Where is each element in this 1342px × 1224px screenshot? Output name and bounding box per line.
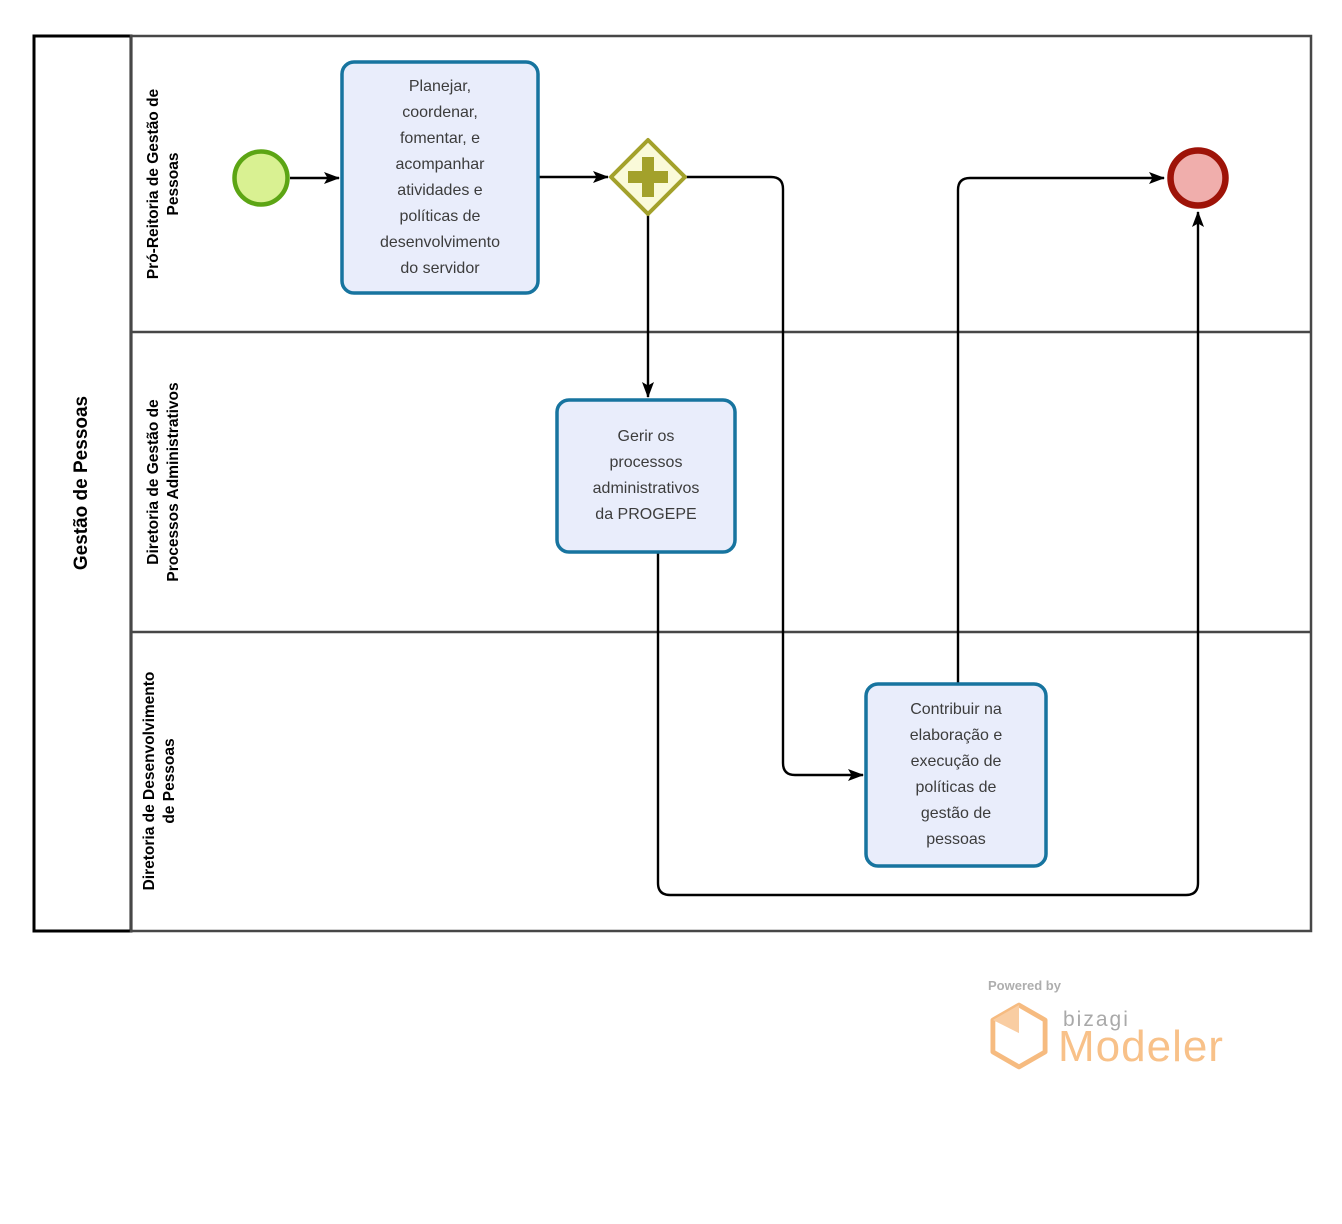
parallel-gateway-plus-icon [628,157,668,197]
flow-task-contribuir-to-end [956,172,1165,683]
lane-label-diretoria-gestao: Diretoria de Gestão de Processos Adminis… [145,382,182,582]
task-planejar [340,60,540,295]
bizagi-hexagon-fold [992,1005,1019,1034]
bizagi-brand-label: bizagi [1063,1008,1130,1031]
task-gerir [555,398,737,554]
task-contribuir [864,682,1048,868]
task-contribuir-label: Contribuir na elaboração e execução de p… [909,701,1003,848]
lane-container-border [129,34,1313,933]
powered-by-label: Powered by [988,978,1061,993]
end-event [1167,147,1229,209]
start-event [232,149,290,207]
bizagi-logo-icon [990,1002,1048,1070]
flow-task-gerir-to-end [656,211,1204,897]
lane-label-diretoria-desenvolvimento: Diretoria de Desenvolvimento de Pessoas [141,671,178,891]
task-gerir-label: Gerir os processos administrativos da PR… [592,428,700,523]
flow-gateway-to-task-contribuir [686,175,864,781]
pool-title: Gestão de Pessoas [71,395,92,571]
task-planejar-label: Planejar, coordenar, fomentar, e acompan… [379,77,501,277]
lane-label-pro-reitoria: Pró-Reitoria de Gestão de Pessoas [145,88,182,280]
modeler-product-label: Modeler [1058,1022,1224,1071]
